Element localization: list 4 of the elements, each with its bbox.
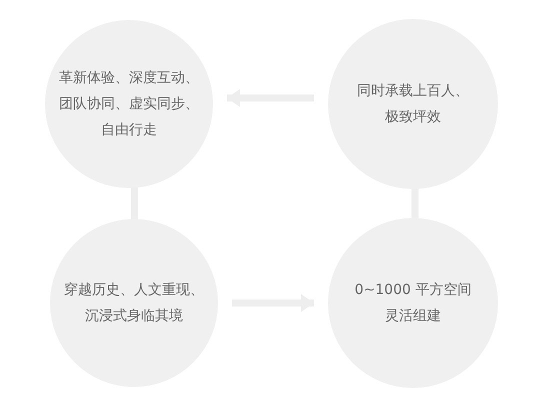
circle-text: 穿越历史、人文重现、沉浸式身临其境 xyxy=(63,281,205,326)
circle-text: 同时承载上百人、极致坪效 xyxy=(356,82,470,127)
circle-text: 0~1000 平方空间灵活组建 xyxy=(354,281,472,326)
circle-text: 革新体验、深度互动、团队协同、虚实同步、自由行走 xyxy=(58,69,200,140)
